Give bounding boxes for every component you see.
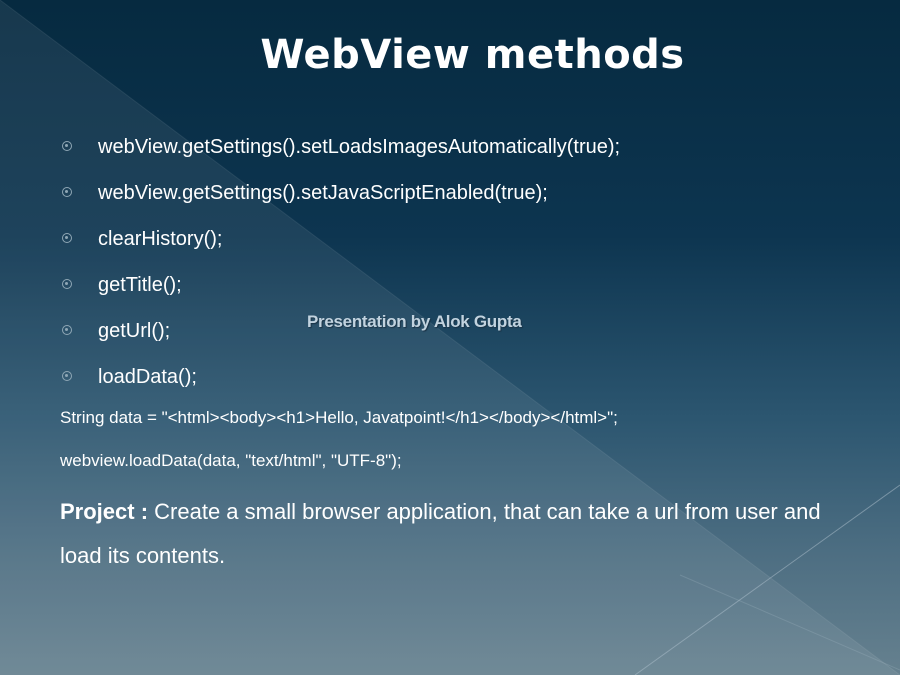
project-text: Create a small browser application, that… — [60, 499, 821, 568]
circle-dot-icon — [62, 187, 72, 197]
list-item: loadData(); — [60, 360, 620, 406]
project-label: Project : — [60, 499, 149, 524]
project-description: Project : Create a small browser applica… — [60, 490, 840, 578]
circle-dot-icon — [62, 371, 72, 381]
circle-dot-icon — [62, 325, 72, 335]
code-line-load-data: webview.loadData(data, "text/html", "UTF… — [60, 451, 402, 470]
list-item: clearHistory(); — [60, 222, 620, 268]
circle-dot-icon — [62, 279, 72, 289]
bullet-list: webView.getSettings().setLoadsImagesAuto… — [60, 130, 620, 406]
bullet-text: getUrl(); — [98, 320, 171, 342]
circle-dot-icon — [62, 141, 72, 151]
list-item: webView.getSettings().setLoadsImagesAuto… — [60, 130, 620, 176]
circle-dot-icon — [62, 233, 72, 243]
bullet-text: getTitle(); — [98, 274, 182, 296]
bullet-text: clearHistory(); — [98, 228, 223, 250]
bullet-text: webView.getSettings().setLoadsImagesAuto… — [98, 136, 621, 158]
list-item: getTitle(); — [60, 268, 620, 314]
list-item: getUrl(); — [60, 314, 620, 360]
list-item: webView.getSettings().setJavaScriptEnabl… — [60, 176, 620, 222]
bullet-text: loadData(); — [98, 366, 197, 388]
slide-title: WebView methods — [260, 32, 685, 78]
code-line-string-data: String data = "<html><body><h1>Hello, Ja… — [60, 408, 618, 427]
presenter-credit: Presentation by Alok Gupta — [307, 312, 522, 331]
bullet-text: webView.getSettings().setJavaScriptEnabl… — [98, 182, 548, 204]
